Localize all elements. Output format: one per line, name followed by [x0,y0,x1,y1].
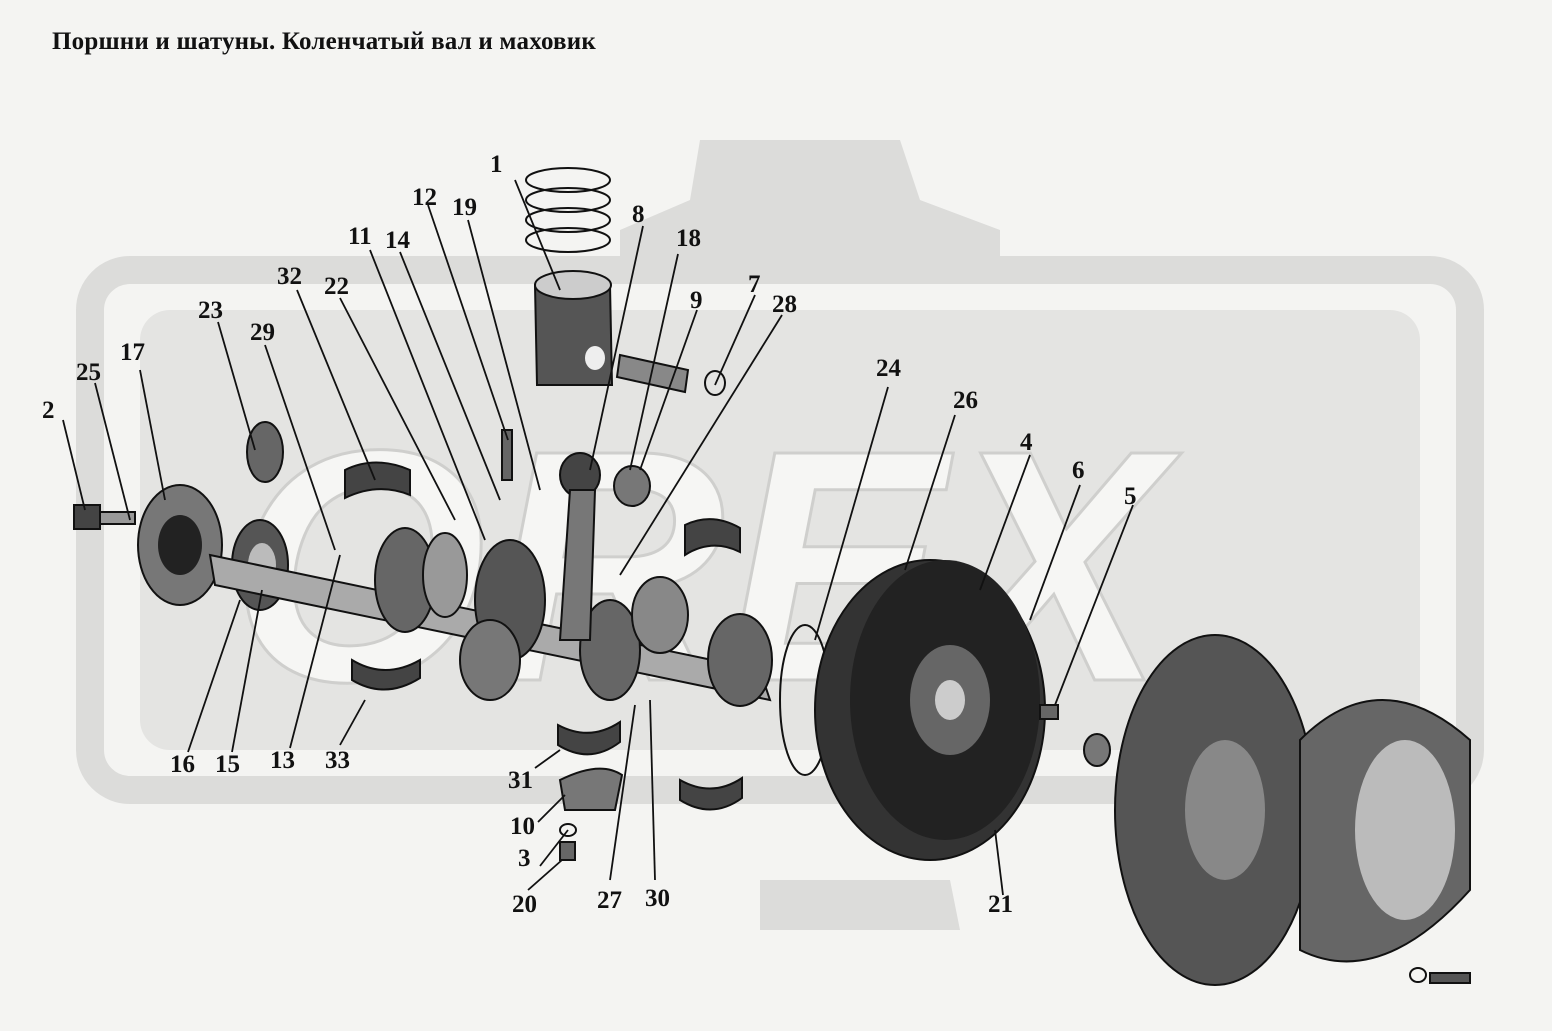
page-title: Поршни и шатуны. Коленчатый вал и махови… [52,28,596,55]
clutch-disc-part [1114,634,1316,986]
callout-9: 9 [690,287,703,314]
connecting-rod-part [558,452,601,641]
callout-1: 1 [490,151,503,178]
pressure-plate-part [1299,699,1471,963]
leader-lines [62,179,1134,896]
callout-7: 7 [748,271,761,298]
callout-30: 30 [645,885,670,912]
piston-rings-part [525,167,611,253]
callout-labels: 1 2 3 4 5 6 7 8 9 10 11 12 13 14 15 16 1… [42,151,1137,918]
callout-25: 25 [76,359,101,386]
pressure-plate-bolt-part [1409,967,1471,984]
callout-4: 4 [1020,429,1033,456]
callout-20: 20 [512,891,537,918]
callout-15: 15 [215,751,240,778]
callout-28: 28 [772,291,797,318]
callout-14: 14 [385,227,411,254]
bolt-part-2 [73,504,136,530]
callout-26: 26 [953,387,978,414]
callout-11: 11 [348,223,372,250]
callout-22: 22 [324,273,349,300]
callout-3: 3 [518,845,531,872]
callout-31: 31 [508,767,533,794]
bearing-shell-upper-2 [684,518,741,557]
callout-19: 19 [452,194,477,221]
callout-2: 2 [42,397,55,424]
callout-6: 6 [1072,457,1085,484]
callout-29: 29 [250,319,275,346]
pulley-part-17 [137,484,223,606]
callout-17: 17 [120,339,145,366]
callout-5: 5 [1124,483,1137,510]
thrust-washer-part [246,421,284,483]
callout-18: 18 [676,225,701,252]
pilot-bearing-part [1083,733,1111,767]
callout-24: 24 [876,355,902,382]
callout-16: 16 [170,751,195,778]
bearing-shell-lower-33 [351,658,421,691]
callout-10: 10 [510,813,535,840]
callout-8: 8 [632,201,645,228]
callout-33: 33 [325,747,350,774]
callout-27: 27 [597,887,622,914]
bushing-part [613,465,651,507]
conrod-cap-part [558,767,624,861]
callout-21: 21 [988,891,1013,918]
bearing-shell-lower-2 [679,776,743,811]
flywheel-bolt-part [1039,704,1059,720]
callout-13: 13 [270,747,295,774]
callout-23: 23 [198,297,223,324]
crankshaft-part [208,527,773,707]
flywheel-part [814,559,1046,861]
callout-12: 12 [412,184,437,211]
bearing-shell-lower-31 [557,720,621,756]
piston-part [533,270,614,386]
parts [73,167,1471,986]
conrod-bolt-part [501,429,513,481]
callout-32: 32 [277,263,302,290]
bearing-shell-upper-1 [344,461,411,500]
circlip-part [704,370,726,396]
